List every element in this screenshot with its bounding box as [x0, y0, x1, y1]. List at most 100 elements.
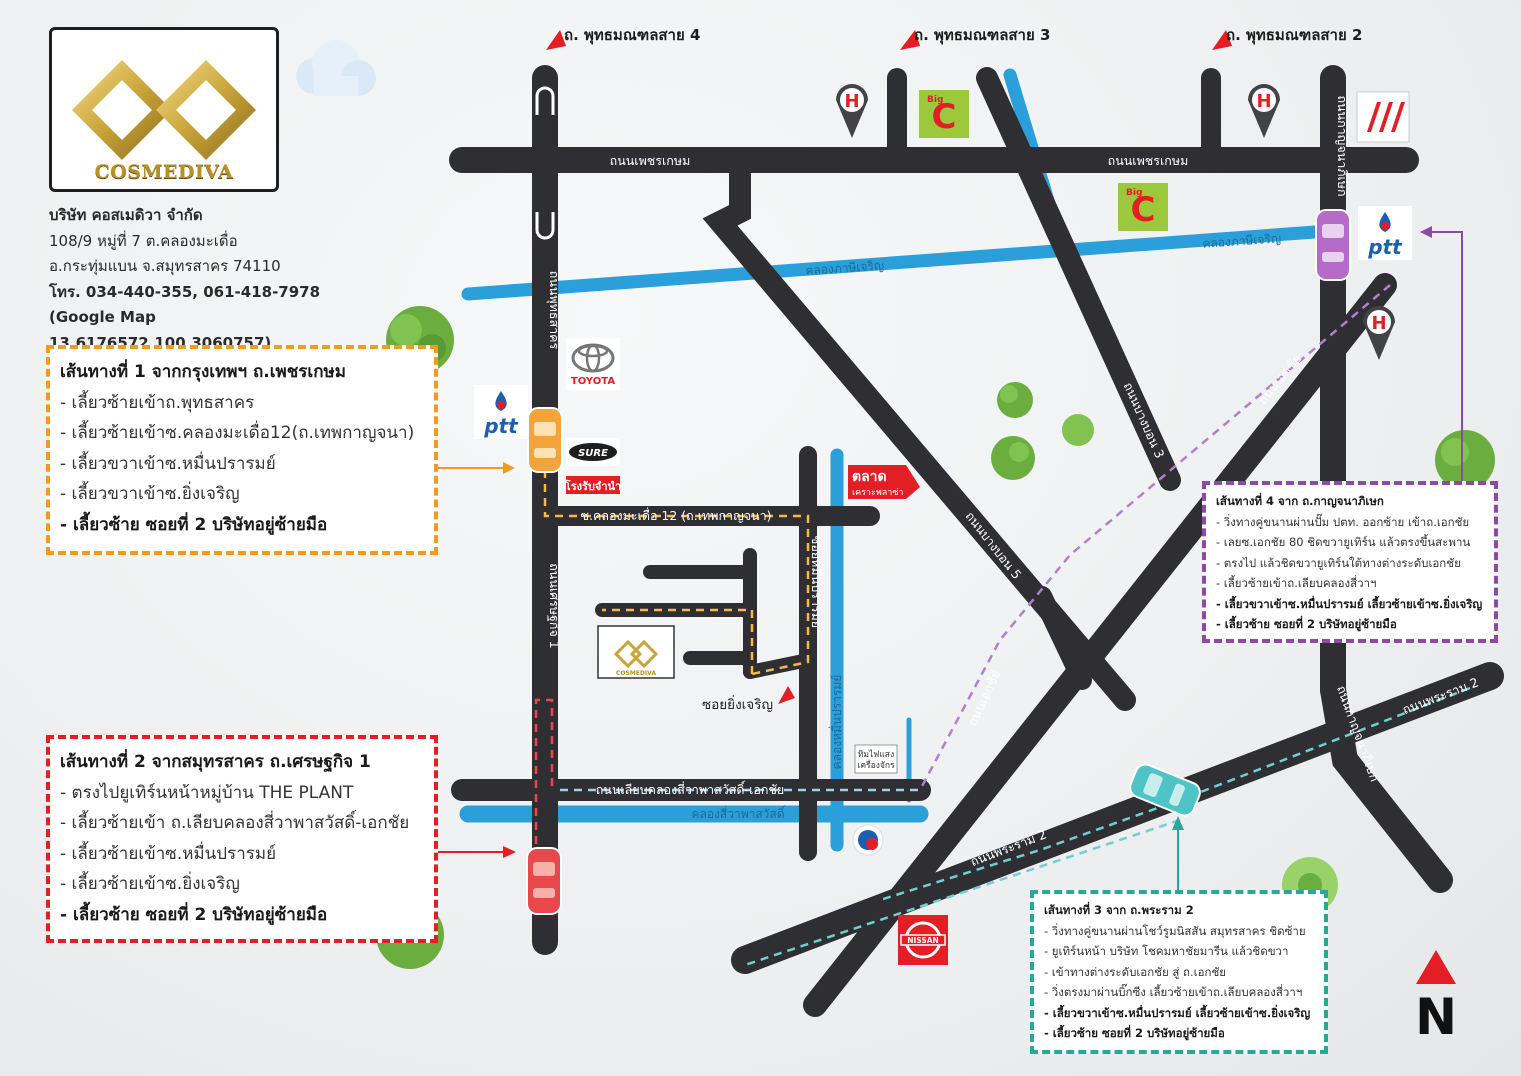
route-4-step: - เลี้ยวขวาเข้าซ.หมื่นปรารมย์ เลี้ยวซ้าย…	[1216, 596, 1483, 611]
ptt-logo-icon: ptt	[474, 385, 528, 439]
route-2-step: - เลี้ยวซ้ายเข้าซ.ยิ่งเจริญ	[60, 874, 240, 894]
mini-logo-text: COSMEDIVA	[616, 670, 656, 677]
u-turn-icon	[535, 212, 555, 240]
sure-logo-icon: SURE	[566, 438, 620, 466]
hospital-letter: H	[1256, 91, 1271, 112]
route-2-step: - เลี้ยวซ้าย ซอยที่ 2 บริษัทอยู่ซ้ายมือ	[60, 904, 328, 925]
route-1-step: - เลี้ยวซ้ายเข้าถ.พุทธสาคร	[60, 392, 255, 413]
route-2-line	[534, 698, 554, 900]
car-red-icon	[526, 847, 562, 915]
hospital-letter: H	[1371, 313, 1386, 334]
company-info: บริษัท คอสเมดิวา จำกัด 108/9 หมู่ที่ 7 ต…	[49, 203, 379, 356]
route-2-step: - ตรงไปยูเทิร์นหน้าหมู่บ้าน THE PLANT	[60, 782, 354, 803]
car-orange-icon	[527, 407, 563, 473]
route-1-step: - เลี้ยวขวาเข้าซ.หมื่นปรารมย์	[60, 453, 276, 474]
route-1-soi	[602, 608, 754, 674]
road-bangbon3	[976, 67, 1181, 491]
arrow-icon	[900, 30, 920, 50]
tree-icon	[997, 382, 1033, 418]
label-bangbon5: ถนนบางบอน 5	[963, 508, 1025, 582]
label-canal-siwa: คลองสี่วาพาสวัสดิ์	[691, 805, 786, 821]
u-turn-icon	[535, 86, 555, 115]
company-address-2: อ.กระทุ่มแบน จ.สมุทรสาคร 74110	[49, 257, 281, 275]
north-letter: N	[1415, 988, 1457, 1046]
hospital-pin-icon: H	[1363, 306, 1395, 360]
hospital-pins: H H H	[836, 84, 1395, 360]
mini-company-logo: COSMEDIVA	[597, 625, 675, 679]
company-logo-mark	[72, 60, 256, 160]
car-teal-icon	[1129, 763, 1201, 817]
connectors	[438, 226, 1463, 890]
label-muenprarom-soi: ซอยหมื่นปรารมย์	[809, 536, 825, 628]
top-road-4: ถ. พุทธมณฑลสาย 4	[564, 26, 700, 45]
hospital-letter: H	[844, 91, 859, 112]
route-lines	[534, 284, 1471, 967]
arrow-icon	[503, 462, 515, 474]
cloud-icon	[296, 40, 376, 96]
brand-logo-icon	[1356, 91, 1410, 143]
company-phone: โทร. 034-440-355, 061-418-7978	[49, 282, 321, 301]
route-4-connector	[1430, 231, 1463, 481]
sure-text: SURE	[578, 448, 608, 459]
route-4-step: - เลยซ.เอกชัย 80 ชิดขวายูเทิร์น แล้วตรงข…	[1216, 535, 1471, 549]
toyota-text: TOYOTA	[571, 376, 615, 387]
svg-text:Big: Big	[1126, 188, 1142, 198]
route-1-step: - เลี้ยวขวาเข้าซ.ยิ่งเจริญ	[60, 484, 240, 504]
machine-sign-1: ทิมไฟแสง	[858, 749, 894, 760]
route-3-line	[744, 818, 1181, 967]
ptt-text: ptt	[483, 414, 519, 438]
label-kanchanaphisek-top: ถนนกาญจนาภิเษก	[1335, 95, 1350, 196]
arrow-icon	[503, 846, 516, 858]
company-address-1: 108/9 หมู่ที่ 7 ต.คลองมะเดื่อ	[49, 231, 238, 250]
route-4-step: - ตรงไป แล้วชิดขวายูเทิร์นใต้ทางต่างระดั…	[1216, 555, 1461, 570]
arrow-icon	[1212, 30, 1232, 50]
factory-label: โรงรับจำนำ	[564, 476, 621, 494]
bigc-logo-icon: C Big	[1118, 183, 1168, 231]
route-3-line-b	[879, 686, 1471, 902]
route-3-step: - วิ่งทางคู่ขนานผ่านโชว์รูมนิสสัน สมุทรส…	[1044, 923, 1306, 938]
route-4-step: - วิ่งทางคู่ขนานผ่านปั๊ม ปตท. ออกซ้าย เข…	[1216, 514, 1470, 529]
route-4-step: - เลี้ยวซ้าย ซอยที่ 2 บริษัทอยู่ซ้ายมือ	[1216, 617, 1397, 631]
u-turn-marks	[535, 86, 555, 240]
nissan-text: NISSAN	[907, 936, 939, 945]
label-phutthasakhon: ถนนพุทธสาคร	[546, 271, 562, 350]
route-2-title: เส้นทางที่ 2 จากสมุทรสาคร ถ.เศรษฐกิจ 1	[60, 752, 371, 772]
route-4-step: - เลี้ยวซ้ายเข้าถ.เลียบคลองสี่วาฯ	[1216, 576, 1377, 590]
route-3-step: - เลี้ยวซ้าย ซอยที่ 2 บริษัทอยู่ซ้ายมือ	[1044, 1026, 1225, 1040]
road-rama2	[731, 662, 1504, 974]
label-setthakit: ถนนเศรษฐกิจ 1	[547, 563, 562, 649]
svg-text:C: C	[1131, 190, 1156, 230]
hospital-pin-icon: H	[1248, 84, 1280, 138]
market-text-2: เคราะพลาซ่า	[852, 488, 903, 498]
arrow-icon	[1420, 226, 1432, 238]
route-1-line	[543, 470, 810, 676]
label-yingcharoen: ซอยยิ่งเจริญ	[702, 695, 773, 713]
arrow-icon	[1172, 816, 1184, 830]
top-road-3: ถ. พุทธมณฑลสาย 3	[914, 26, 1050, 45]
route-1-box: เส้นทางที่ 1 จากกรุงเทพฯ ถ.เพชรเกษม - เล…	[46, 345, 438, 555]
hospital-pin-icon: H	[836, 84, 868, 138]
north-arrow-icon: N	[1415, 950, 1457, 1046]
company-logo: COSMEDIVA	[49, 27, 279, 192]
label-canal-phasi-right: คลองภาษีเจริญ	[1202, 231, 1282, 250]
top-road-markers: ถ. พุทธมณฑลสาย 4 ถ. พุทธมณฑลสาย 3 ถ. พุท…	[546, 26, 1362, 50]
company-name: บริษัท คอสเมดิวา จำกัด	[49, 206, 203, 224]
road-kanchanaphisek-lower	[1320, 677, 1453, 893]
route-3-step: - ยูเทิร์นหน้า บริษัท โชคมหาชัยมารีน แล้…	[1044, 944, 1289, 958]
machine-sign: ทิมไฟแสง เครื่องจักร	[854, 744, 898, 774]
route-2-step: - เลี้ยวซ้ายเข้า ถ.เลียบคลองสี่วาพาสวัสด…	[60, 813, 410, 833]
route-1-step: - เลี้ยวซ้าย ซอยที่ 2 บริษัทอยู่ซ้ายมือ	[60, 514, 328, 535]
label-canal-phasi-left: คลองภาษีเจริญ	[805, 258, 885, 277]
ptt-logo-icon: ptt	[1358, 206, 1412, 260]
label-petchkasem-left: ถนนเพชรเกษม	[610, 153, 691, 168]
route-4-box: เส้นทางที่ 4 จาก ถ.กาญจนาภิเษก - วิ่งทาง…	[1202, 481, 1498, 643]
factory-text: โรงรับจำนำ	[564, 479, 621, 493]
route-2-step: - เลี้ยวซ้ายเข้าซ.หมื่นปรารมย์	[60, 843, 277, 864]
tree-icon	[991, 436, 1035, 480]
arrow-icon	[546, 30, 566, 50]
route-3-step: - เข้าทางต่างระดับเอกชัย สู่ ถ.เอกชัย	[1044, 964, 1227, 979]
road-bangbon5	[702, 164, 1136, 711]
label-petchkasem-right: ถนนเพชรเกษม	[1108, 153, 1189, 168]
company-logo-text: COSMEDIVA	[94, 161, 234, 183]
